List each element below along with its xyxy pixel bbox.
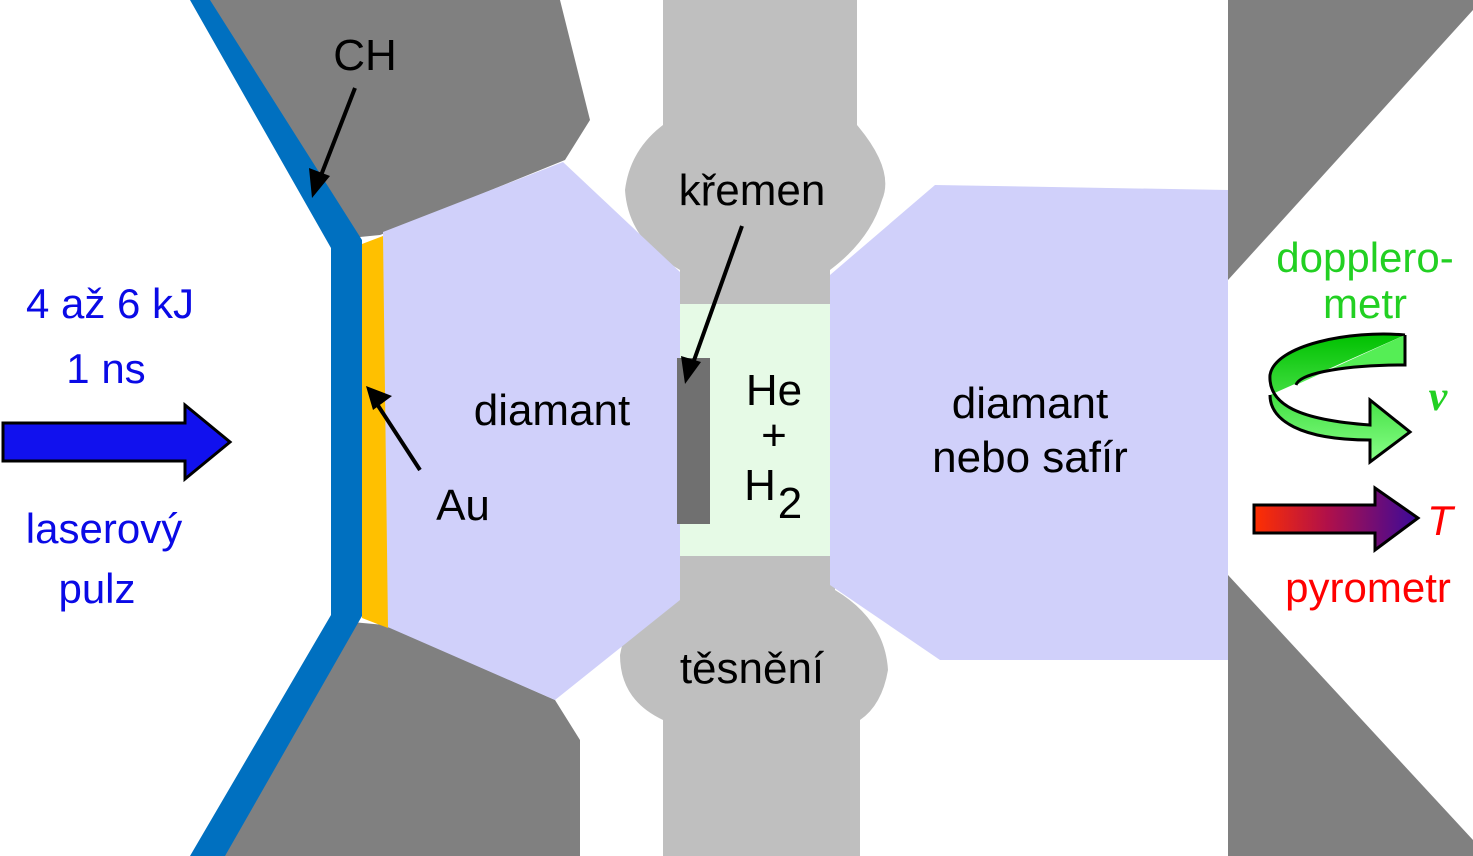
- gas-he-label: He: [746, 366, 802, 415]
- au-label: Au: [436, 481, 490, 530]
- gas-h-label: H: [744, 461, 776, 510]
- laser-name-label-2: pulz: [58, 565, 135, 612]
- right-upper-support: [1228, 0, 1473, 280]
- laser-energy-label: 4 až 6 kJ: [26, 280, 194, 327]
- ch-pointer-arrow: [309, 87, 357, 198]
- gasket-label: těsnění: [680, 644, 825, 693]
- right-arrow-icon: [1, 401, 233, 483]
- right-diamond-label-1: diamant: [952, 379, 1109, 428]
- gas-plus-label: +: [761, 411, 787, 460]
- pyrometer-label: pyrometr: [1285, 564, 1451, 611]
- laser-name-label-1: laserový: [26, 505, 182, 552]
- gas-h-text: H: [744, 461, 776, 510]
- velocity-symbol: v: [1429, 374, 1449, 420]
- ch-layer: [190, 0, 362, 856]
- upper-gasket: [625, 0, 886, 305]
- quartz-label: křemen: [679, 166, 826, 215]
- right-lower-support: [1228, 575, 1473, 856]
- temperature-symbol: T: [1427, 497, 1456, 544]
- quartz-window: [677, 358, 710, 524]
- laser-time-label: 1 ns: [66, 345, 145, 392]
- right-diamond: [830, 185, 1228, 660]
- gas-h-subscript: 2: [778, 479, 802, 528]
- gradient-right-arrow-icon: [1252, 485, 1421, 553]
- au-pointer-arrow: [366, 386, 422, 472]
- left-diamond: [383, 162, 680, 700]
- left-diamond-label: diamant: [474, 386, 631, 435]
- quartz-pointer-arrow: [681, 225, 744, 384]
- dopplerometer-label-2: metr: [1323, 280, 1407, 327]
- curved-arrow-icon: [1268, 332, 1413, 465]
- au-layer: [362, 236, 388, 628]
- lower-gasket: [620, 555, 888, 856]
- dopplerometer-label-1: dopplero-: [1276, 234, 1453, 281]
- ch-label: CH: [333, 31, 397, 80]
- right-diamond-label-2: nebo safír: [932, 433, 1128, 482]
